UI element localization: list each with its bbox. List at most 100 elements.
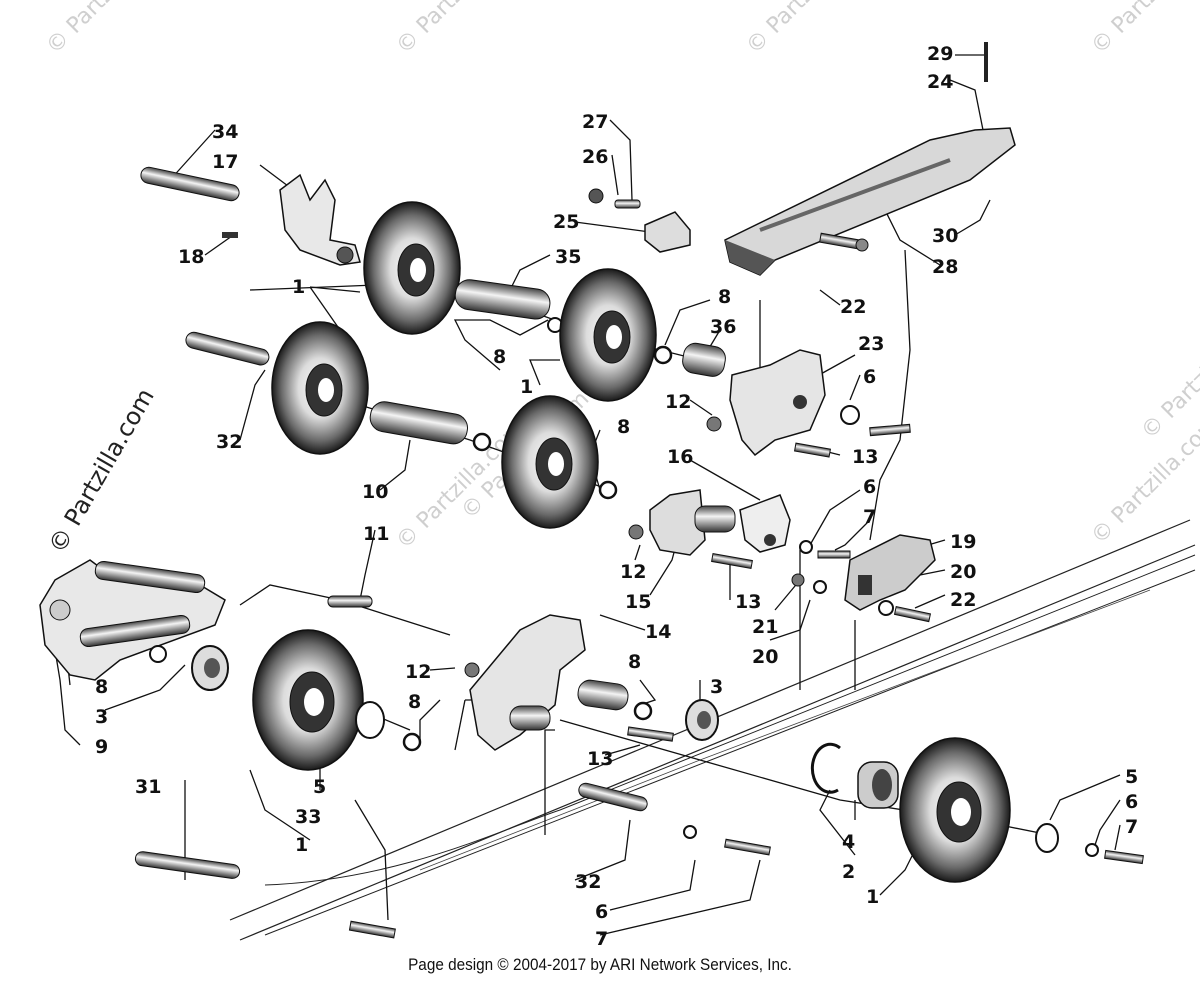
pin-18 (222, 232, 238, 238)
callout-8-middle: 8 (493, 346, 506, 368)
arm-28 (724, 127, 1016, 276)
callout-21: 21 (752, 616, 778, 638)
callout-13-upper: 13 (852, 446, 878, 468)
callout-12-mid: 12 (620, 561, 646, 583)
callout-24: 24 (927, 71, 953, 93)
nut-21 (791, 573, 805, 587)
callout-5-right: 5 (1125, 766, 1138, 788)
callout-10: 10 (362, 481, 388, 503)
callout-7-right: 7 (1125, 816, 1138, 838)
rod-34 (140, 166, 240, 202)
vertical-watermark: © Partzilla.com (43, 384, 160, 558)
callout-8-upper: 8 (718, 286, 731, 308)
pin-11 (327, 595, 373, 608)
rod-32-upper (185, 331, 270, 366)
washer-20-a (878, 600, 894, 616)
callout-1-middle: 1 (520, 376, 533, 398)
washer-6-c (1085, 843, 1099, 857)
spacer-10 (369, 401, 468, 445)
bracket-16 (739, 494, 791, 553)
washer-8-d (598, 480, 618, 500)
wheel-lower-left (252, 629, 364, 771)
pin-26 (614, 199, 641, 209)
callout-31: 31 (135, 776, 161, 798)
bracket-14 (469, 614, 629, 751)
callout-23: 23 (858, 333, 884, 355)
wheel-top-left (363, 201, 461, 335)
bolt-22-b (893, 605, 932, 623)
washer-20-b (813, 580, 827, 594)
callout-7-mid: 7 (863, 506, 876, 528)
callout-6-upper: 6 (863, 366, 876, 388)
bracket-15 (649, 489, 736, 556)
callout-34: 34 (212, 121, 238, 143)
bolt-13-c (627, 726, 674, 742)
callout-8-left: 8 (95, 676, 108, 698)
callout-36: 36 (710, 316, 736, 338)
callout-8-low: 8 (408, 691, 421, 713)
washer-6-b (799, 540, 813, 554)
callout-8-center: 8 (617, 416, 630, 438)
wheel-middle-right (559, 268, 657, 402)
callout-12-upper: 12 (665, 391, 691, 413)
callout-16: 16 (667, 446, 693, 468)
callout-27: 27 (582, 111, 608, 133)
washer-8-f (402, 732, 422, 752)
watermark-2: © Partzilla.com (392, 0, 530, 59)
callout-35: 35 (555, 246, 581, 268)
washer-6-d (683, 825, 697, 839)
bracket-17 (279, 173, 361, 266)
washer-6-a (840, 405, 860, 425)
callout-1-top: 1 (292, 276, 305, 298)
callout-3-right: 3 (710, 676, 723, 698)
block-19 (844, 534, 936, 611)
footer-copyright: Page design © 2004-2017 by ARI Network S… (408, 955, 792, 974)
washer-8-e (149, 645, 167, 663)
callout-1-left: 1 (295, 834, 308, 856)
washer-8-c (472, 432, 492, 452)
watermark-4: © Partzilla.com (1087, 0, 1200, 59)
rod-31 (134, 851, 241, 879)
callout-1-right: 1 (866, 886, 879, 908)
bracket-23 (729, 349, 826, 457)
callout-19: 19 (950, 531, 976, 553)
washer-8-g (633, 701, 653, 721)
wheel-lower-right (899, 737, 1011, 883)
callout-13-low: 13 (587, 748, 613, 770)
callout-15: 15 (625, 591, 651, 613)
callout-22-top: 22 (840, 296, 866, 318)
rod-32-lower (578, 782, 648, 812)
bushing-36 (682, 342, 726, 377)
nut-12-a (706, 416, 722, 432)
callout-17: 17 (212, 151, 238, 173)
washer-5-b (1035, 823, 1059, 853)
callout-labels: 34 17 18 27 26 25 29 24 30 28 35 22 1 8 … (95, 43, 1138, 950)
callout-30: 30 (932, 225, 958, 247)
nut-27 (588, 188, 604, 204)
callout-6-lower: 6 (595, 901, 608, 923)
wheel-center (501, 395, 599, 529)
callout-32-lower: 32 (575, 871, 601, 893)
callout-26: 26 (582, 146, 608, 168)
callout-14: 14 (645, 621, 671, 643)
bolt-13-b (711, 553, 753, 569)
callout-4: 4 (842, 831, 855, 853)
callout-7-lower: 7 (595, 928, 608, 950)
callout-3-left: 3 (95, 706, 108, 728)
bolt-7-c (724, 838, 771, 856)
washer-5-a (355, 701, 385, 739)
block-25 (644, 211, 691, 253)
watermark-3: © Partzilla.com (742, 0, 880, 59)
callout-29: 29 (927, 43, 953, 65)
callout-20-low: 20 (752, 646, 778, 668)
callout-18: 18 (178, 246, 204, 268)
callout-32-upper: 32 (216, 431, 242, 453)
callout-5-left: 5 (313, 776, 326, 798)
snap-ring-2 (810, 742, 841, 794)
watermark-1: © Partzilla.com (42, 0, 180, 59)
watermark-8: © Partzilla.com (1137, 307, 1200, 445)
pin-29 (984, 42, 988, 82)
spacer-35 (454, 279, 551, 320)
nut-12-c (464, 662, 480, 678)
